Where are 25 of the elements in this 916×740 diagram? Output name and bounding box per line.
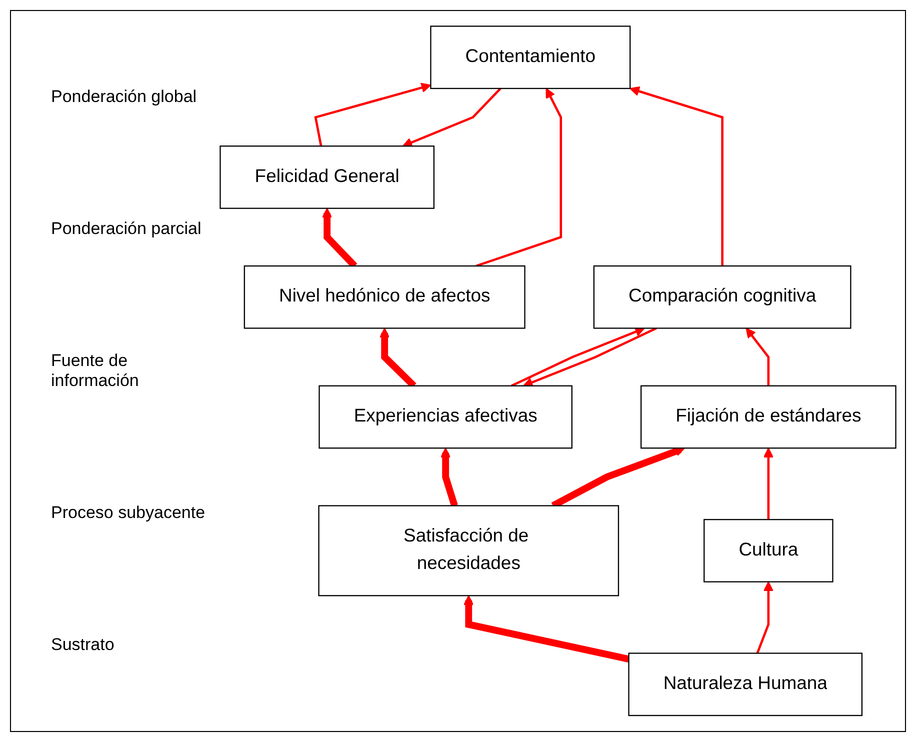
node-box: Cultura <box>704 519 834 582</box>
node-box: Fijación de estándares <box>640 385 896 449</box>
level-label: Proceso subyacente <box>51 503 206 523</box>
level-label: Sustrato <box>51 635 116 655</box>
arrow <box>440 448 458 507</box>
arrow <box>314 82 432 146</box>
level-label: Fuente de información <box>51 351 140 391</box>
node-box: Experiencias afectivas <box>318 385 572 449</box>
node-box: Comparación cognitiva <box>593 266 852 329</box>
arrow <box>522 327 657 388</box>
arrow <box>510 327 645 388</box>
arrow <box>756 581 774 654</box>
node-box: Naturaleza Humana <box>628 652 863 716</box>
node-box: Satisfacción de necesidades <box>318 505 620 596</box>
arrow <box>464 595 630 663</box>
node-box: Contentamiento <box>430 26 631 90</box>
arrow <box>476 88 562 268</box>
node-box: Felicidad General <box>220 146 435 210</box>
arrow <box>746 328 770 386</box>
level-label: Ponderación parcial <box>51 219 202 239</box>
arrow <box>402 88 502 148</box>
level-label: Ponderación global <box>51 87 198 107</box>
arrow <box>763 448 774 520</box>
arrow <box>630 86 724 266</box>
node-box: Nivel hedónico de afectos <box>244 266 526 329</box>
